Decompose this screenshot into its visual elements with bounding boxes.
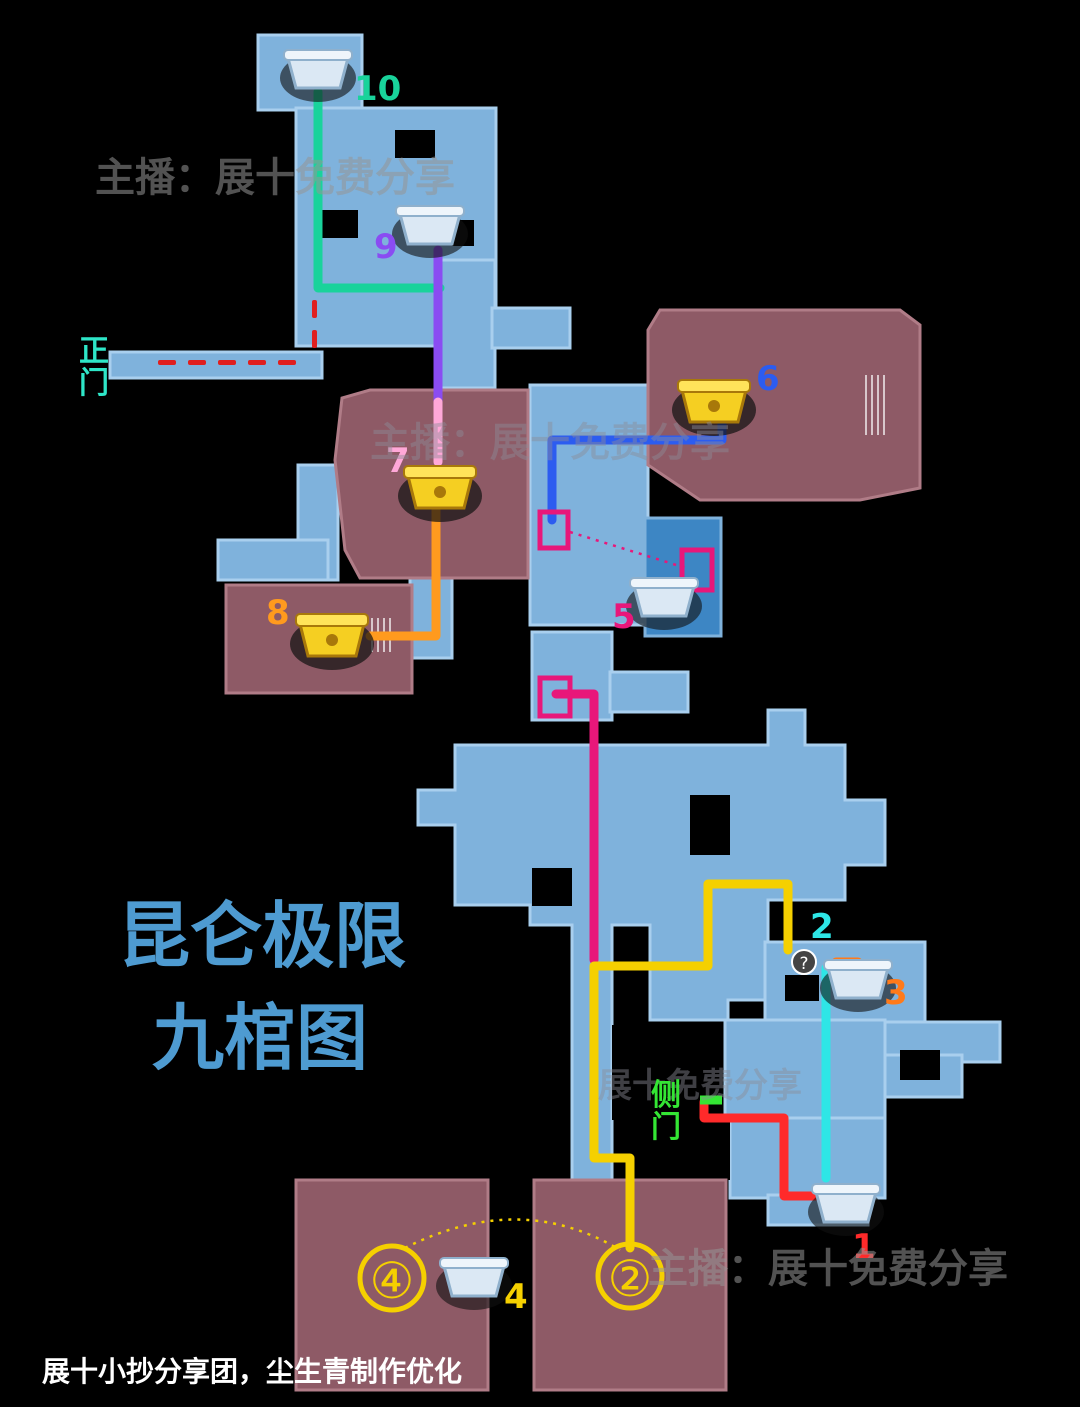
trap-markers bbox=[158, 300, 317, 365]
north-wing bbox=[108, 33, 572, 390]
coffins bbox=[280, 49, 896, 1310]
watermark: 主播：展十免费分享 bbox=[370, 420, 730, 466]
marker-6: 6 bbox=[756, 359, 780, 399]
coffin-icon bbox=[436, 1257, 512, 1310]
watermark: 主播：展十免费分享 bbox=[648, 1246, 1008, 1292]
marker-9: 9 bbox=[374, 227, 398, 267]
credit-text: 展十小抄分享团，尘生青制作优化 bbox=[42, 1355, 463, 1388]
marker-8: 8 bbox=[266, 593, 290, 633]
circle-marker-2-label: ② bbox=[608, 1250, 653, 1308]
route-10 bbox=[313, 87, 445, 293]
marker-2: 2 bbox=[810, 907, 834, 947]
gold-coffin-icon bbox=[672, 379, 756, 436]
coffin-icon bbox=[280, 49, 356, 102]
marker-1: 1 bbox=[852, 1227, 876, 1267]
teleport-link bbox=[569, 530, 687, 570]
teleport-box-b bbox=[679, 547, 715, 593]
central-corridors bbox=[216, 383, 723, 660]
question-icon bbox=[791, 949, 817, 975]
route-2-yellow bbox=[589, 879, 793, 1253]
marker-4: 4 bbox=[504, 1277, 528, 1317]
front-gate-label: 正门 bbox=[79, 334, 109, 401]
circle-marker-4-label: ④ bbox=[370, 1252, 415, 1310]
watermark: 展十免费分享 bbox=[598, 1066, 802, 1106]
gold-coffin-icon bbox=[398, 465, 482, 522]
route-paths bbox=[313, 87, 863, 1253]
coffin-icon bbox=[820, 959, 896, 1012]
teleport-box-a bbox=[537, 509, 571, 551]
route-red bbox=[699, 1097, 833, 1201]
marker-3: 3 bbox=[884, 973, 908, 1013]
side-gate-label: 侧门 bbox=[651, 1078, 681, 1145]
map-title: 昆仑极限 bbox=[118, 894, 407, 978]
circle-marker-4 bbox=[357, 1243, 427, 1313]
question-label: ? bbox=[799, 954, 808, 974]
numbered-markers: 1 2 3 4 5 6 7 8 9 10 bbox=[266, 69, 908, 1317]
coffin-icon bbox=[392, 205, 468, 258]
route-8 bbox=[365, 505, 441, 641]
circle-marker-2 bbox=[595, 1241, 665, 1311]
marker-7: 7 bbox=[386, 441, 410, 481]
marker-5: 5 bbox=[612, 597, 636, 637]
coffin-icon bbox=[808, 1183, 884, 1236]
coffin-icon bbox=[626, 577, 702, 630]
teleport-box-c bbox=[537, 675, 573, 719]
gold-coffin-icon bbox=[290, 613, 374, 670]
circle-markers: ④ ② ? bbox=[357, 949, 817, 1313]
map-subtitle: 九棺图 bbox=[152, 996, 369, 1080]
watermark: 主播：展十免费分享 bbox=[95, 155, 455, 201]
marker-10: 10 bbox=[354, 69, 401, 109]
